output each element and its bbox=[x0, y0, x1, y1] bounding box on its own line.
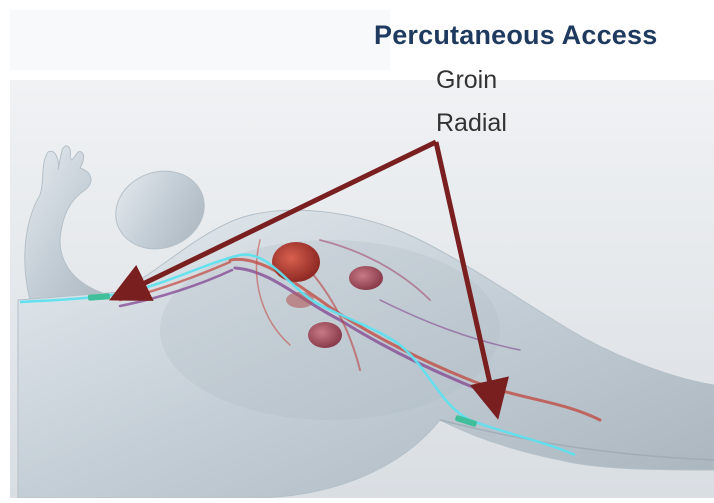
access-site-radial: Radial bbox=[436, 109, 507, 138]
kidney bbox=[349, 266, 383, 290]
heart bbox=[272, 242, 320, 282]
kidney bbox=[308, 322, 342, 348]
access-site-groin: Groin bbox=[436, 66, 497, 95]
slide-title: Percutaneous Access bbox=[374, 20, 657, 51]
